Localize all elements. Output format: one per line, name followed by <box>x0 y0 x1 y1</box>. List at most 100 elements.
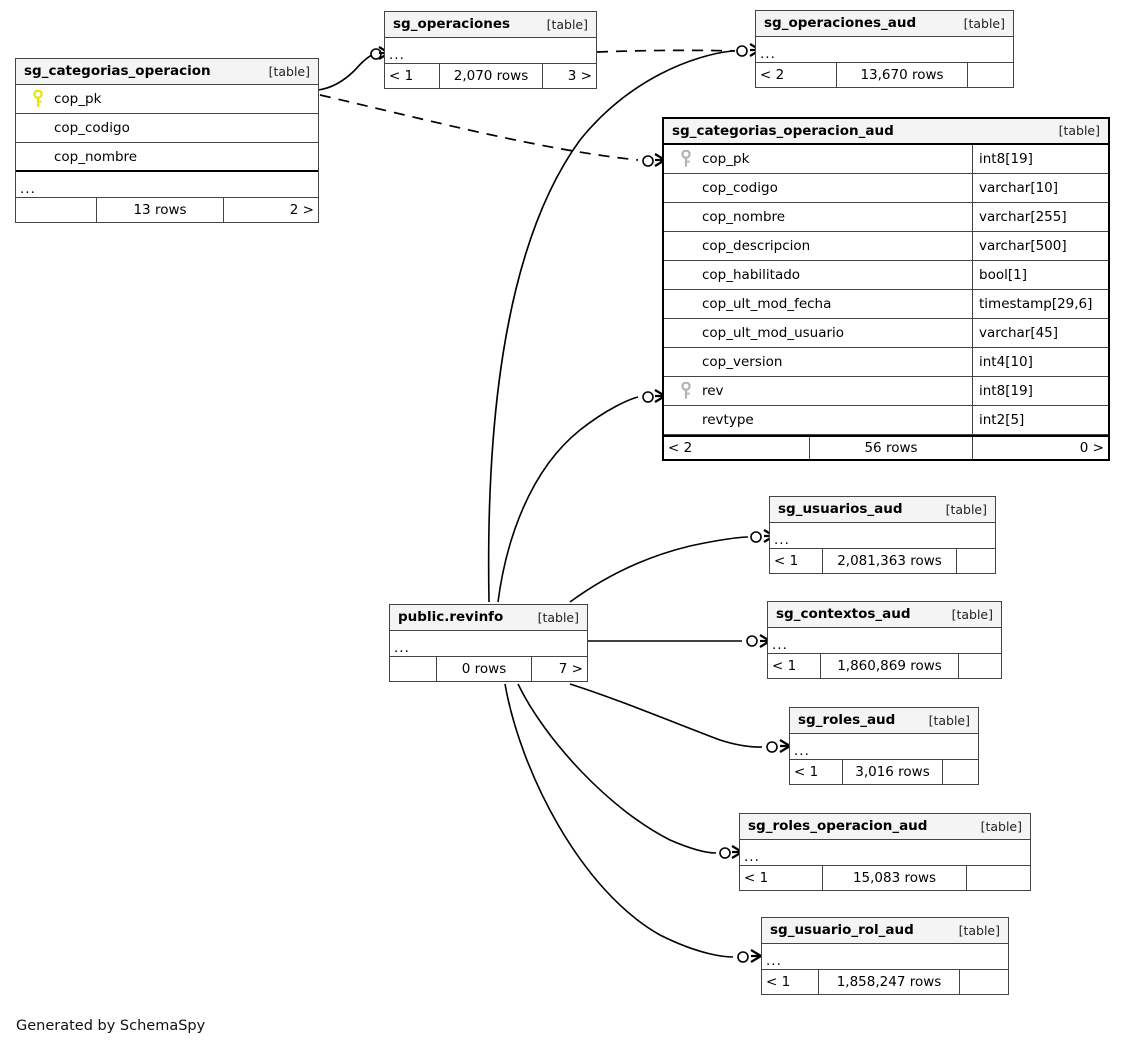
table-footer: < 1 3,016 rows <box>790 760 978 784</box>
table-footer: 0 rows 7 > <box>390 657 587 681</box>
table-sg-usuario-rol-aud[interactable]: sg_usuario_rol_aud [table] ... < 1 1,858… <box>761 917 1009 995</box>
table-sg-roles-aud[interactable]: sg_roles_aud [table] ... < 1 3,016 rows <box>789 707 979 785</box>
table-header: public.revinfo [table] <box>390 605 587 631</box>
table-name: sg_contextos_aud <box>776 606 911 622</box>
table-kind: [table] <box>928 712 970 728</box>
table-row[interactable]: cop_codigo <box>16 114 318 143</box>
more-columns-indicator: ... <box>385 38 596 64</box>
table-name: sg_roles_operacion_aud <box>748 818 928 834</box>
footer-rowcount: 1,858,247 rows <box>818 970 960 994</box>
footer-rowcount: 13 rows <box>96 198 224 222</box>
table-sg-operaciones-aud[interactable]: sg_operaciones_aud [table] ... < 2 13,67… <box>755 10 1014 88</box>
table-footer: < 1 15,083 rows <box>740 866 1030 890</box>
column-type: varchar[500] <box>972 232 1108 260</box>
table-sg-contextos-aud[interactable]: sg_contextos_aud [table] ... < 1 1,860,8… <box>767 601 1002 679</box>
table-header: sg_usuarios_aud [table] <box>770 497 995 523</box>
table-row[interactable]: cop_nombre varchar[255] <box>664 203 1108 232</box>
table-header: sg_operaciones [table] <box>385 12 596 38</box>
table-row[interactable]: cop_version int4[10] <box>664 348 1108 377</box>
table-kind: [table] <box>980 818 1022 834</box>
footer-children <box>959 654 1001 678</box>
more-columns-indicator: ... <box>762 944 1008 970</box>
zero-cardinality-icon <box>766 741 778 753</box>
column-name-cell: cop_descripcion <box>664 238 972 254</box>
table-name: sg_operaciones <box>393 16 511 32</box>
table-row[interactable]: cop_pk <box>16 85 318 114</box>
table-row[interactable]: cop_nombre <box>16 143 318 172</box>
table-sg-roles-operacion-aud[interactable]: sg_roles_operacion_aud [table] ... < 1 1… <box>739 813 1031 891</box>
footer-children: 2 > <box>289 202 314 218</box>
table-columns: cop_pk cop_codigo cop_nombre <box>16 85 318 172</box>
footer-rowcount: 3,016 rows <box>842 760 943 784</box>
table-footer: < 2 13,670 rows <box>756 63 1013 87</box>
more-columns-indicator: ... <box>790 734 978 760</box>
column-name-cell: cop_codigo <box>16 120 318 136</box>
footer-rowcount: 15,083 rows <box>822 866 967 890</box>
table-sg-operaciones[interactable]: sg_operaciones [table] ... < 1 2,070 row… <box>384 11 597 89</box>
table-row[interactable]: cop_ult_mod_fecha timestamp[29,6] <box>664 290 1108 319</box>
table-name: sg_operaciones_aud <box>764 15 917 31</box>
footer-rowcount: 2,070 rows <box>439 64 543 88</box>
footer-parents <box>16 198 96 222</box>
table-footer: 13 rows 2 > <box>16 198 318 222</box>
column-name: cop_pk <box>54 91 102 107</box>
generated-by-note: Generated by SchemaSpy <box>16 1018 206 1034</box>
table-header: sg_categorias_operacion_aud [table] <box>664 119 1108 145</box>
more-columns-indicator: ... <box>16 172 318 198</box>
table-row[interactable]: rev int8[19] <box>664 377 1108 406</box>
footer-parents <box>390 657 436 681</box>
table-name: public.revinfo <box>398 609 504 625</box>
column-name-cell: cop_codigo <box>664 180 972 196</box>
zero-cardinality-icon <box>736 45 748 57</box>
table-public-revinfo[interactable]: public.revinfo [table] ... 0 rows 7 > <box>389 604 588 682</box>
table-row[interactable]: revtype int2[5] <box>664 406 1108 435</box>
column-type: int4[10] <box>972 348 1108 376</box>
column-type: varchar[255] <box>972 203 1108 231</box>
column-name: cop_descripcion <box>702 238 811 254</box>
zero-cardinality-icon <box>737 951 749 963</box>
table-sg-categorias-operacion-aud[interactable]: sg_categorias_operacion_aud [table] cop_… <box>662 117 1110 461</box>
table-name: sg_usuario_rol_aud <box>770 922 914 938</box>
more-columns-indicator: ... <box>740 840 1030 866</box>
column-type: timestamp[29,6] <box>972 290 1108 318</box>
column-name-cell: cop_version <box>664 354 972 370</box>
table-header: sg_roles_operacion_aud [table] <box>740 814 1030 840</box>
footer-rowcount: 56 rows <box>809 437 973 459</box>
edge-revinfo-to-usuarios-aud <box>569 536 749 603</box>
table-sg-usuarios-aud[interactable]: sg_usuarios_aud [table] ... < 1 2,081,36… <box>769 496 996 574</box>
footer-children: 7 > <box>558 661 583 677</box>
table-footer: < 1 2,081,363 rows <box>770 549 995 573</box>
edge-revinfo-to-roles-aud <box>569 683 763 748</box>
column-name: cop_ult_mod_usuario <box>702 325 845 341</box>
table-kind: [table] <box>546 16 588 32</box>
zero-cardinality-icon <box>642 391 654 403</box>
column-name-cell: cop_nombre <box>16 149 318 165</box>
column-name: cop_habilitado <box>702 267 801 283</box>
table-row[interactable]: cop_habilitado bool[1] <box>664 261 1108 290</box>
column-type: bool[1] <box>972 261 1108 289</box>
footer-children <box>967 866 1030 890</box>
footer-rowcount: 1,860,869 rows <box>820 654 959 678</box>
footer-rowcount: 2,081,363 rows <box>822 549 957 573</box>
zero-cardinality-icon <box>370 48 382 60</box>
footer-children <box>957 549 995 573</box>
column-name-cell: cop_ult_mod_usuario <box>664 325 972 341</box>
table-row[interactable]: cop_codigo varchar[10] <box>664 174 1108 203</box>
table-row[interactable]: cop_ult_mod_usuario varchar[45] <box>664 319 1108 348</box>
column-name: cop_nombre <box>702 209 786 225</box>
table-sg-categorias-operacion[interactable]: sg_categorias_operacion [table] cop_pk <box>15 58 319 223</box>
table-header: sg_contextos_aud [table] <box>768 602 1001 628</box>
key-icon <box>24 90 52 108</box>
footer-children <box>960 970 1008 994</box>
column-name-cell: revtype <box>664 412 972 428</box>
table-kind: [table] <box>1058 123 1100 138</box>
key-icon <box>672 382 700 400</box>
table-row[interactable]: cop_descripcion varchar[500] <box>664 232 1108 261</box>
column-name-cell: rev <box>664 382 972 400</box>
table-row[interactable]: cop_pk int8[19] <box>664 145 1108 174</box>
column-name-cell: cop_pk <box>16 90 318 108</box>
table-footer: < 1 1,860,869 rows <box>768 654 1001 678</box>
table-name: sg_usuarios_aud <box>778 501 903 517</box>
key-icon <box>672 150 700 168</box>
